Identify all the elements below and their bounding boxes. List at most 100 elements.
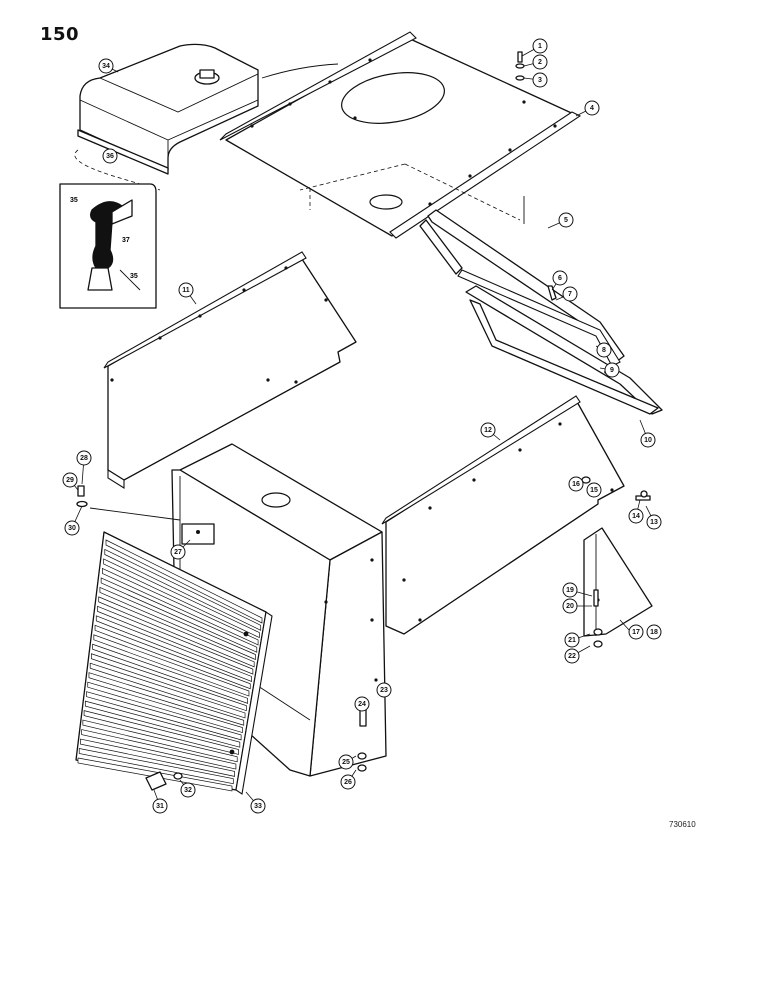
svg-text:10: 10 — [644, 437, 652, 444]
grille-slat — [92, 643, 249, 704]
grille-slat — [81, 729, 237, 770]
svg-text:25: 25 — [342, 759, 350, 766]
svg-text:4: 4 — [590, 105, 594, 112]
callout-30: 30 — [64, 505, 83, 536]
fasteners — [76, 51, 651, 791]
callout-8: 8 — [595, 342, 612, 358]
callout-5: 5 — [547, 212, 574, 229]
callout-3: 3 — [523, 72, 548, 88]
lower-rail-part-10 — [465, 285, 663, 415]
callout-7: 7 — [555, 286, 578, 302]
left-panel-part-11 — [103, 251, 357, 489]
svg-text:2: 2 — [538, 59, 542, 66]
callout-33: 33 — [245, 791, 266, 814]
svg-text:7: 7 — [568, 291, 572, 298]
svg-text:29: 29 — [66, 477, 74, 484]
svg-text:30: 30 — [68, 525, 76, 532]
svg-text:26: 26 — [344, 779, 352, 786]
figure-code: 730610 — [669, 820, 696, 829]
callout-26: 26 — [340, 769, 357, 790]
grille-slat — [101, 567, 259, 646]
callout-20: 20 — [562, 598, 592, 614]
callout-32: 32 — [179, 779, 196, 798]
inset-label-35: 35 — [130, 273, 138, 280]
svg-text:15: 15 — [590, 487, 598, 494]
svg-text:23: 23 — [380, 687, 388, 694]
grille-slat — [83, 710, 239, 755]
svg-text:24: 24 — [358, 701, 366, 708]
svg-text:32: 32 — [184, 787, 192, 794]
callout-34: 34 — [98, 58, 119, 74]
grille-slat — [97, 605, 254, 675]
inset-label-35: 35 — [70, 197, 78, 204]
grille-slat — [94, 624, 251, 690]
grille-slat — [99, 586, 256, 661]
inset-label-37: 37 — [122, 237, 130, 244]
grille-slat — [84, 700, 241, 748]
grille-part-33 — [75, 531, 273, 795]
svg-text:31: 31 — [156, 803, 164, 810]
callout-labels: 1234567891011121314151623242526292830273… — [62, 38, 662, 814]
svg-text:12: 12 — [484, 427, 492, 434]
grille-slat — [80, 738, 235, 777]
page-number: 150 — [40, 24, 80, 45]
svg-text:11: 11 — [182, 287, 190, 294]
grille-slat — [95, 615, 252, 682]
callout-23: 23 — [376, 682, 392, 698]
svg-text:22: 22 — [568, 653, 576, 660]
grille-slat — [91, 653, 247, 712]
svg-text:21: 21 — [568, 637, 576, 644]
callout-6: 6 — [551, 270, 568, 291]
latch-detail-inset — [59, 183, 157, 309]
callout-14: 14 — [628, 499, 644, 524]
right-panel-part-12 — [381, 395, 625, 635]
svg-text:27: 27 — [174, 549, 182, 556]
callout-2: 2 — [523, 54, 548, 70]
svg-text:36: 36 — [106, 153, 114, 160]
grille-slat — [78, 748, 234, 785]
callout-29: 29 — [62, 472, 79, 491]
callout-9: 9 — [599, 362, 620, 378]
grille-slat — [93, 634, 250, 697]
grille-slat — [82, 719, 238, 763]
callout-10: 10 — [639, 419, 656, 448]
callout-12: 12 — [480, 422, 501, 441]
svg-text:9: 9 — [610, 367, 614, 374]
callout-22: 22 — [564, 645, 591, 664]
callout-36: 36 — [102, 148, 118, 164]
svg-text:16: 16 — [572, 481, 580, 488]
grille-slat — [89, 662, 246, 719]
callout-25: 25 — [338, 754, 357, 770]
svg-text:5: 5 — [564, 217, 568, 224]
side-bracket-part-5 — [419, 196, 625, 367]
svg-text:6: 6 — [558, 275, 562, 282]
svg-text:8: 8 — [602, 347, 606, 354]
grille-slat — [103, 558, 260, 639]
callout-27: 27 — [170, 539, 191, 560]
svg-text:20: 20 — [566, 603, 574, 610]
callout-15: 15 — [586, 482, 602, 498]
svg-text:33: 33 — [254, 803, 262, 810]
callout-21: 21 — [564, 632, 591, 648]
callout-4: 4 — [575, 100, 600, 117]
grille-slat — [105, 539, 263, 624]
top-plate-part-4 — [219, 31, 582, 239]
callout-31: 31 — [152, 789, 168, 814]
hood-cover-part-34 — [77, 43, 259, 175]
callout-16: 16 — [568, 476, 585, 492]
bracket-part-17-18 — [583, 527, 653, 637]
svg-text:18: 18 — [650, 629, 658, 636]
callout-24: 24 — [354, 696, 370, 712]
svg-text:1: 1 — [538, 43, 542, 50]
svg-text:28: 28 — [80, 455, 88, 462]
svg-text:13: 13 — [650, 519, 658, 526]
grille-slat — [104, 548, 262, 631]
grille-slat — [100, 577, 258, 653]
grille-slat — [98, 596, 255, 668]
grille-slat — [86, 691, 242, 741]
grille-slat — [87, 681, 243, 734]
callout-28: 28 — [76, 450, 92, 485]
callout-11: 11 — [178, 282, 197, 305]
